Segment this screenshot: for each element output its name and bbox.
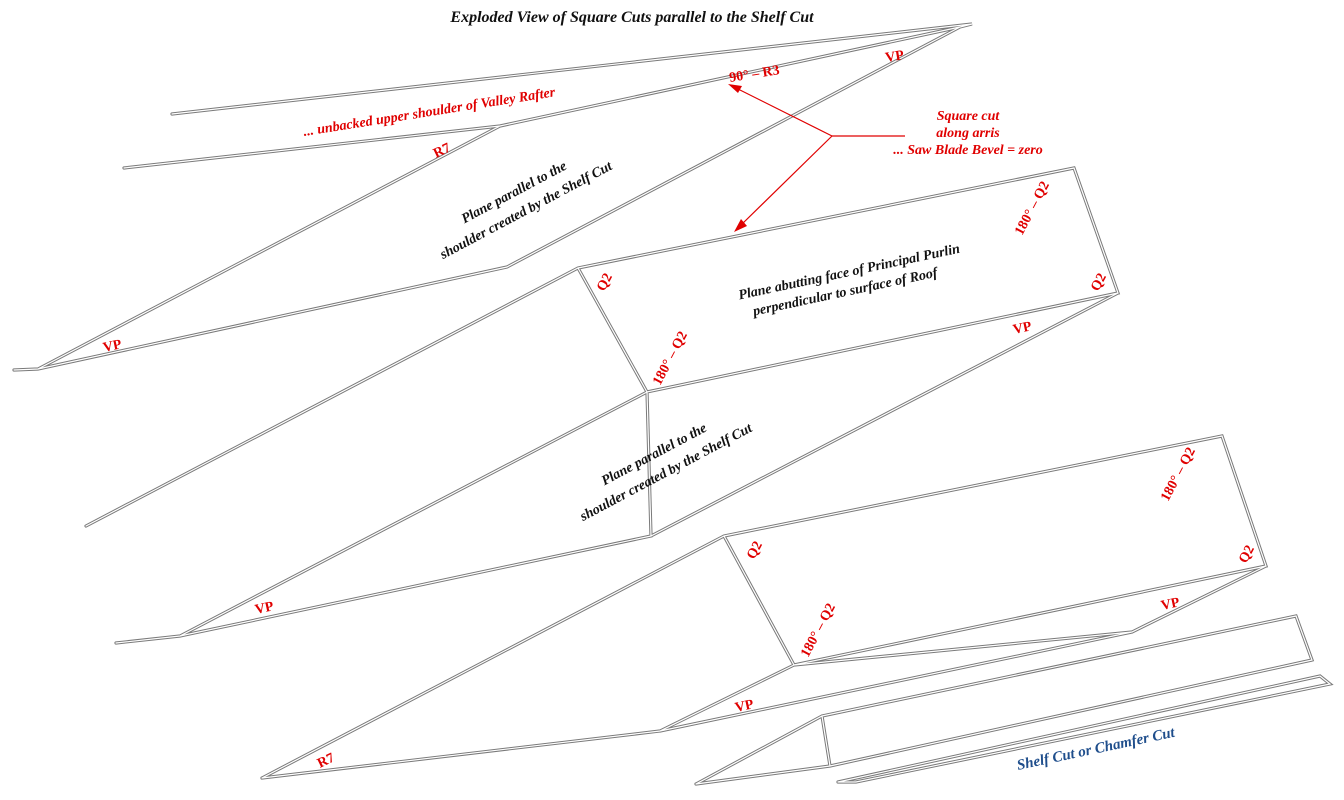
- angle-180-q2-low-right: 180° – Q2: [1158, 445, 1199, 504]
- annotation-arrow-upper: [735, 87, 833, 137]
- vp-label-low-right: VP: [1160, 595, 1182, 614]
- diagram-title: Exploded View of Square Cuts parallel to…: [449, 9, 814, 26]
- arrowhead-upper-icon: [728, 84, 742, 93]
- r7-label-top: R7: [431, 141, 453, 162]
- vp-label-top-right: VP: [884, 48, 905, 66]
- annotation-line-3: ... Saw Blade Bevel = zero: [893, 143, 1043, 158]
- vp-label-low-left: VP: [734, 697, 756, 716]
- r7-label-low: R7: [315, 751, 337, 772]
- q2-label-mid-left: Q2: [594, 271, 616, 294]
- annotation-line-1: Square cut: [937, 109, 1001, 124]
- vp-label-mid-right: VP: [1012, 319, 1034, 338]
- vp-label-mid-left: VP: [254, 599, 276, 618]
- q2-label-low-left: Q2: [744, 539, 766, 562]
- angle-180-q2-low-left: 180° – Q2: [798, 601, 839, 660]
- lower-block-piece: [260, 434, 1269, 780]
- angle-90-r3-label: 90° – R3: [728, 63, 780, 86]
- annotation-line-2: along arris: [936, 126, 1000, 141]
- top-wedge-piece: [12, 22, 973, 372]
- vp-label-top-left: VP: [102, 337, 124, 356]
- q2-label-mid-right: Q2: [1088, 271, 1110, 294]
- arrowhead-lower-icon: [734, 219, 747, 232]
- angle-180-q2-mid-right: 180° – Q2: [1012, 179, 1053, 238]
- annotation-arrow-lower: [739, 135, 833, 227]
- upper-shoulder-label: ... unbacked upper shoulder of Valley Ra…: [302, 85, 556, 140]
- shelf-cut-strip-piece: [694, 614, 1334, 786]
- middle-block-piece: [84, 166, 1121, 645]
- square-cut-annotation: Square cut along arris ... Saw Blade Bev…: [728, 84, 1043, 232]
- top-wedge-edges: [12, 22, 973, 372]
- angle-180-q2-mid-left: 180° – Q2: [650, 329, 691, 388]
- q2-label-low-right: Q2: [1236, 543, 1258, 566]
